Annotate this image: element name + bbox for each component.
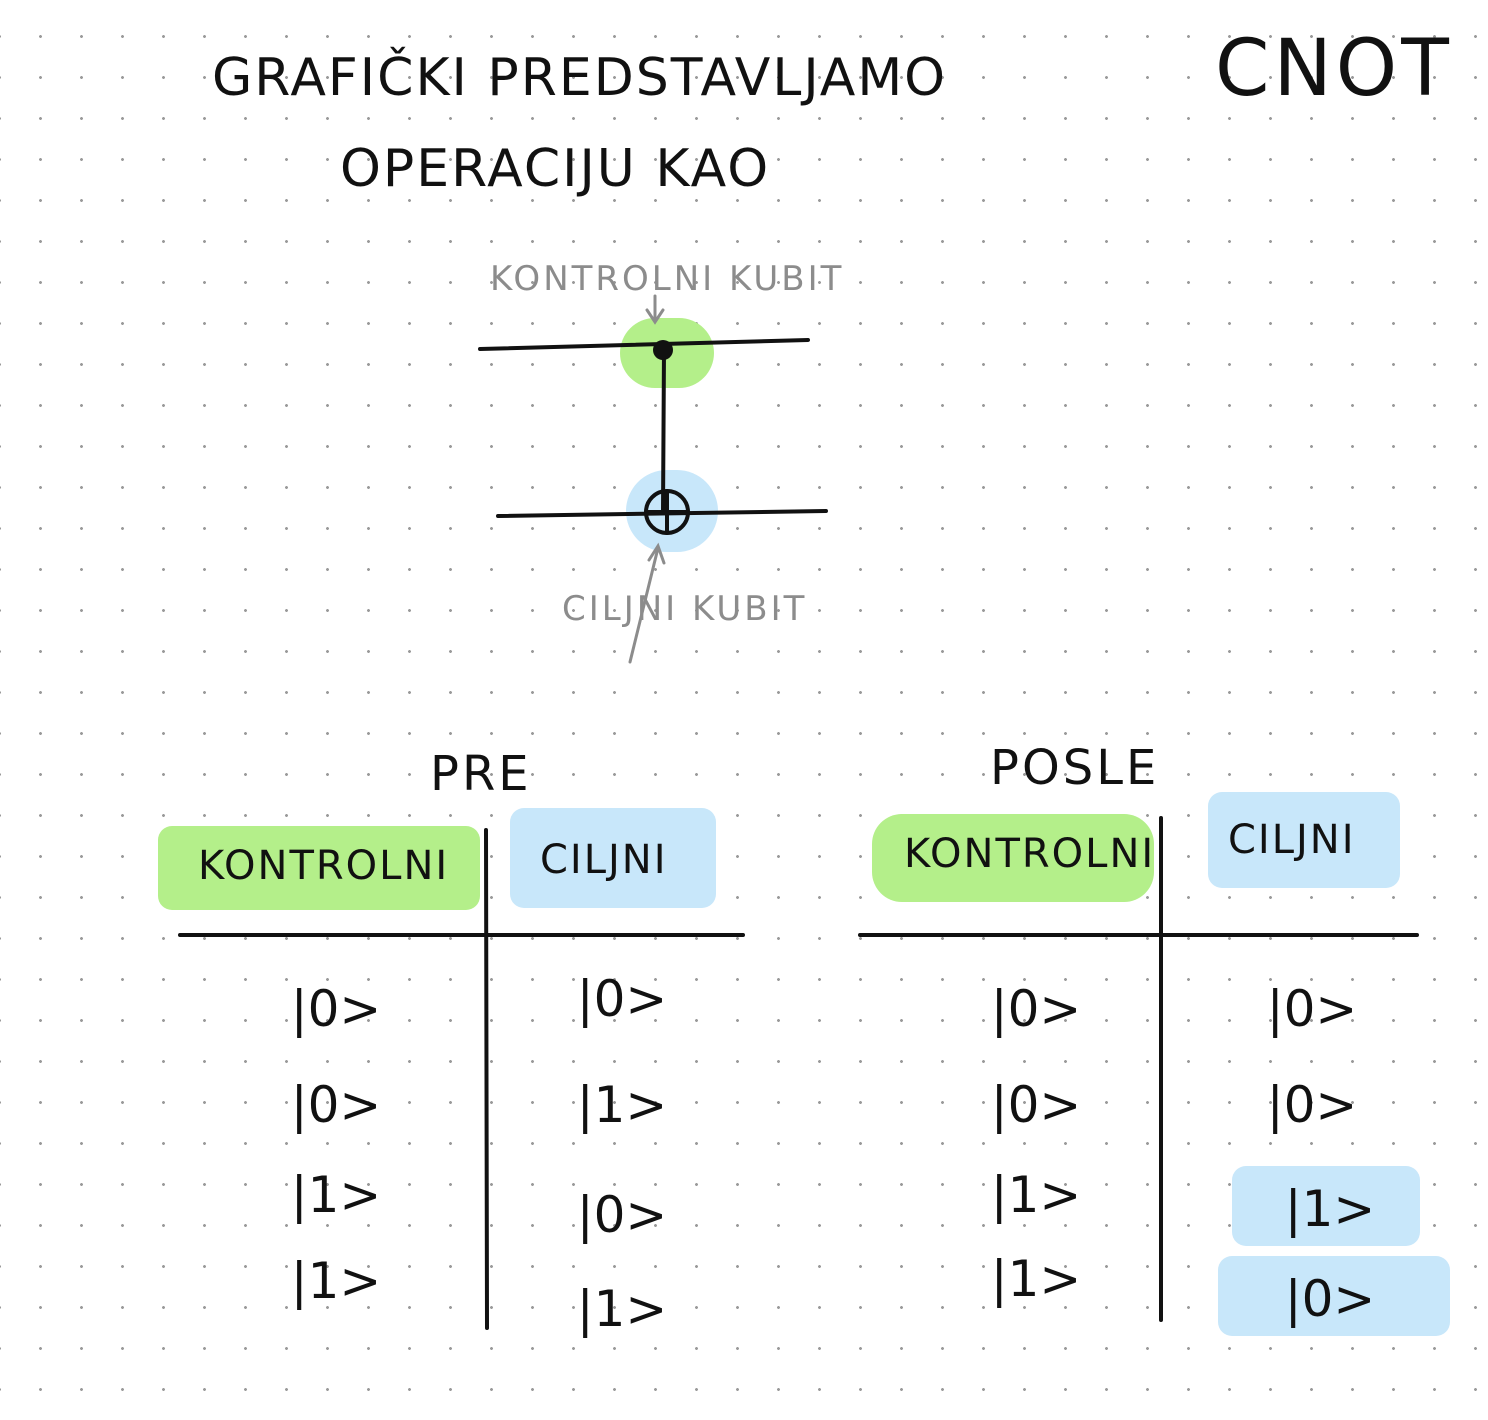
before-target-cell: |0> [576, 1186, 668, 1244]
before-target-cell: |1> [576, 1280, 668, 1338]
target-qubit-label: CILJNI KUBIT [562, 589, 808, 629]
after-target-header-highlight [1208, 792, 1400, 888]
before-section-title: PRE [430, 746, 532, 802]
after-target-cell: |0> [1266, 980, 1358, 1038]
before-control-cell: |1> [290, 1252, 382, 1310]
before-control-cell: |0> [290, 1076, 382, 1134]
after-control-cell: |0> [990, 1076, 1082, 1134]
title-line-2: OPERACIJU KAO [340, 139, 771, 199]
after-changed-row-3-highlight [1232, 1166, 1420, 1246]
before-column-divider [484, 828, 489, 1330]
after-control-header: KONTROLNI [904, 831, 1156, 877]
after-target-header: CILJNI [1228, 817, 1356, 863]
before-control-cell: |0> [290, 980, 382, 1038]
after-control-cell: |1> [990, 1250, 1082, 1308]
after-section-title: POSLE [990, 740, 1160, 796]
cnot-connector [661, 348, 666, 514]
after-target-cell: |0> [1284, 1270, 1376, 1328]
before-target-cell: |1> [576, 1076, 668, 1134]
before-target-cell: |0> [576, 970, 668, 1028]
after-target-cell: |0> [1266, 1076, 1358, 1134]
control-dot [653, 340, 673, 360]
before-target-header: CILJNI [540, 837, 668, 883]
after-control-cell: |1> [990, 1166, 1082, 1224]
after-control-header-highlight [872, 814, 1154, 902]
before-control-cell: |1> [290, 1166, 382, 1224]
control-qubit-label: KONTROLNI KUBIT [490, 259, 845, 299]
after-control-cell: |0> [990, 980, 1082, 1038]
before-target-header-highlight [510, 808, 716, 908]
title-line-1: GRAFIČKI PREDSTAVLJAMO [212, 48, 948, 108]
control-arrow-head [645, 308, 665, 325]
title-gate-name: CNOT [1215, 24, 1453, 114]
target-arrow-head [647, 542, 666, 565]
after-changed-row-4-highlight [1218, 1256, 1450, 1336]
after-target-cell: |1> [1284, 1180, 1376, 1238]
before-control-header: KONTROLNI [198, 843, 450, 889]
before-control-header-highlight [158, 826, 480, 910]
control-wire [478, 338, 810, 351]
target-arrow-shaft [628, 546, 660, 664]
